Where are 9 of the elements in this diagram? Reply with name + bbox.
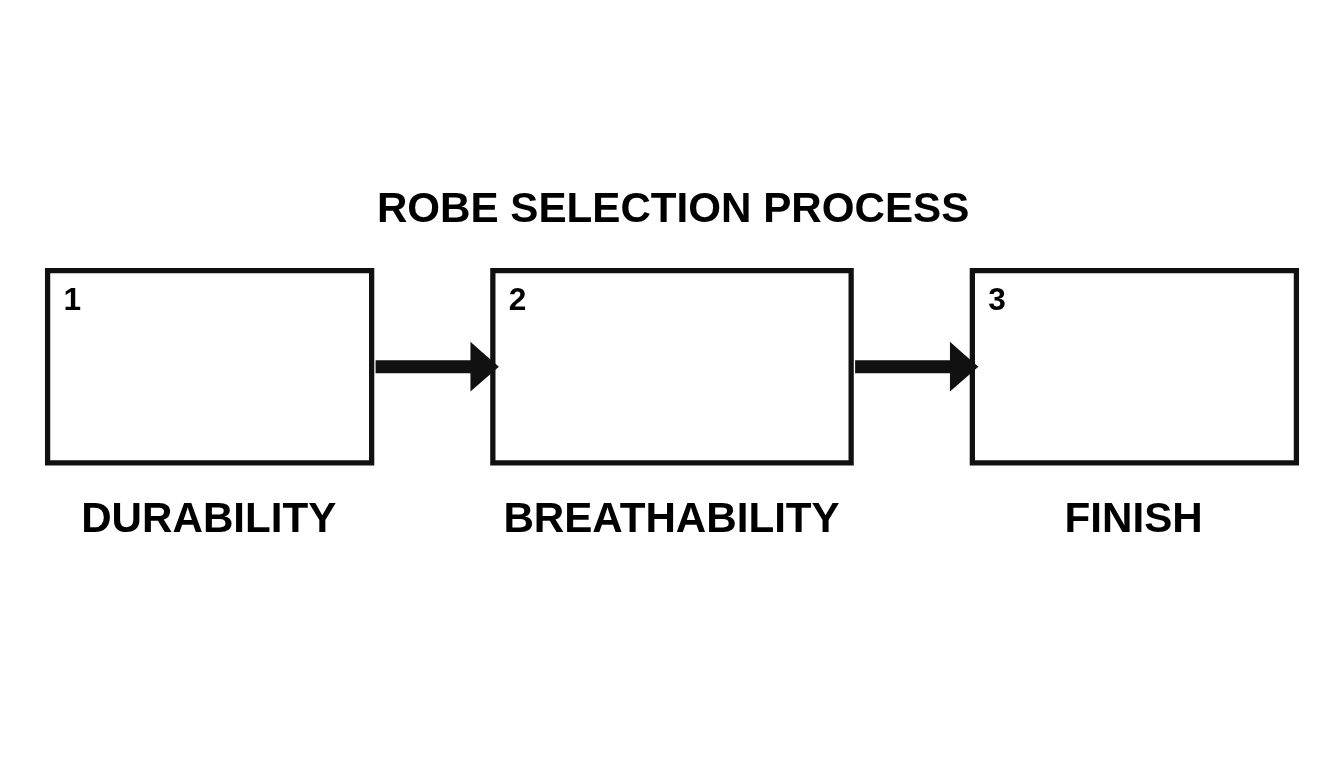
node-box: 1 [44,267,375,465]
node-label: FINISH [1064,493,1203,541]
arrow [375,341,499,392]
node-label: BREATHABILITY [503,493,840,541]
node-label: DURABILITY [81,493,337,541]
diagram-title: ROBE SELECTION PROCESS [376,183,970,231]
arrow [855,341,979,392]
node-box: 3 [969,267,1300,465]
node-box: 2 [490,267,854,465]
